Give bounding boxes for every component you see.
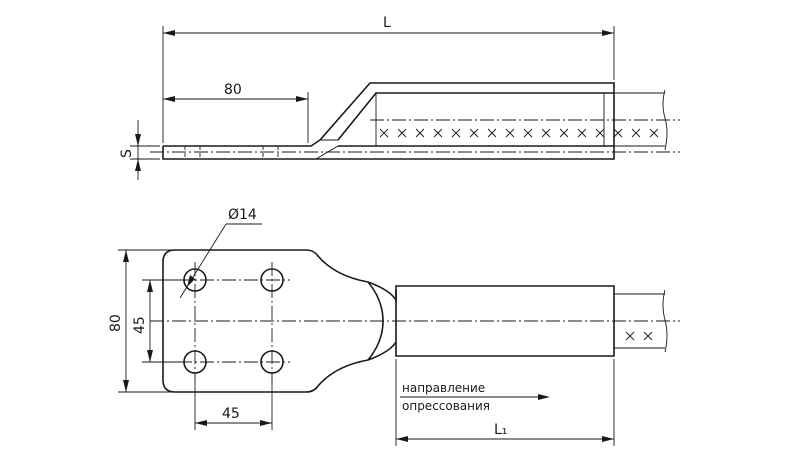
strand-mark <box>487 128 497 138</box>
dim-arrow <box>195 420 207 426</box>
side-barrel-inner-outline <box>337 92 614 147</box>
dim-arrow <box>187 275 195 287</box>
side-cable-break <box>662 89 668 151</box>
press-direction-text-1: направление <box>402 381 485 395</box>
press-direction-text-2: опрессования <box>402 399 490 413</box>
plan-cable-stub <box>614 293 665 349</box>
plan-cable-break <box>662 289 668 353</box>
side-barrel-outline <box>316 82 615 160</box>
dim-width-holes-label: 45 <box>222 406 240 422</box>
side-cable-strands <box>379 128 659 138</box>
strand-mark <box>379 128 389 138</box>
strand-mark <box>451 128 461 138</box>
side-barrel-lower-wall <box>314 145 615 160</box>
dim-arrow <box>602 436 614 442</box>
strand-mark <box>523 128 533 138</box>
dim-L-label: L <box>383 15 391 31</box>
side-pad-outline <box>162 139 321 160</box>
side-view: L 80 S <box>119 15 680 180</box>
dim-arrow <box>163 30 175 36</box>
strand-mark <box>595 128 605 138</box>
strand-mark <box>397 128 407 138</box>
strand-mark <box>505 128 515 138</box>
strand-mark <box>649 128 659 138</box>
dim-arrow <box>147 280 153 292</box>
dim-arrow <box>123 380 129 392</box>
dim-S-label: S <box>119 149 135 158</box>
dim-arrow <box>135 134 141 146</box>
strand-mark <box>415 128 425 138</box>
dim-arrow <box>296 96 308 102</box>
plan-barrel <box>395 285 615 357</box>
plan-lug-outline <box>162 249 397 393</box>
plan-cable-strands <box>625 331 653 341</box>
strand-mark <box>541 128 551 138</box>
strand-mark <box>613 128 623 138</box>
press-direction-arrow <box>538 394 550 400</box>
strand-mark <box>559 128 569 138</box>
strand-mark <box>577 128 587 138</box>
dim-arrow <box>135 159 141 171</box>
dim-arrow <box>602 30 614 36</box>
strand-mark <box>625 331 635 341</box>
strand-mark <box>631 128 641 138</box>
dim-height-holes-label: 45 <box>132 316 148 334</box>
plan-view: Ø14 80 45 45 направление опрессования <box>108 207 680 446</box>
dim-pad-length-label: 80 <box>224 82 242 98</box>
dim-arrow <box>260 420 272 426</box>
side-cable-stub <box>614 92 665 147</box>
strand-mark <box>433 128 443 138</box>
side-barrel-upper-wall <box>319 82 615 141</box>
dim-arrow <box>147 350 153 362</box>
strand-mark <box>643 331 653 341</box>
dim-barrel-length-label: L₁ <box>494 422 507 438</box>
dim-height-outer-label: 80 <box>108 314 124 332</box>
dim-arrow <box>396 436 408 442</box>
strand-mark <box>469 128 479 138</box>
dim-diameter-label: Ø14 <box>228 207 257 223</box>
dim-arrow <box>123 250 129 262</box>
dim-arrow <box>163 96 175 102</box>
